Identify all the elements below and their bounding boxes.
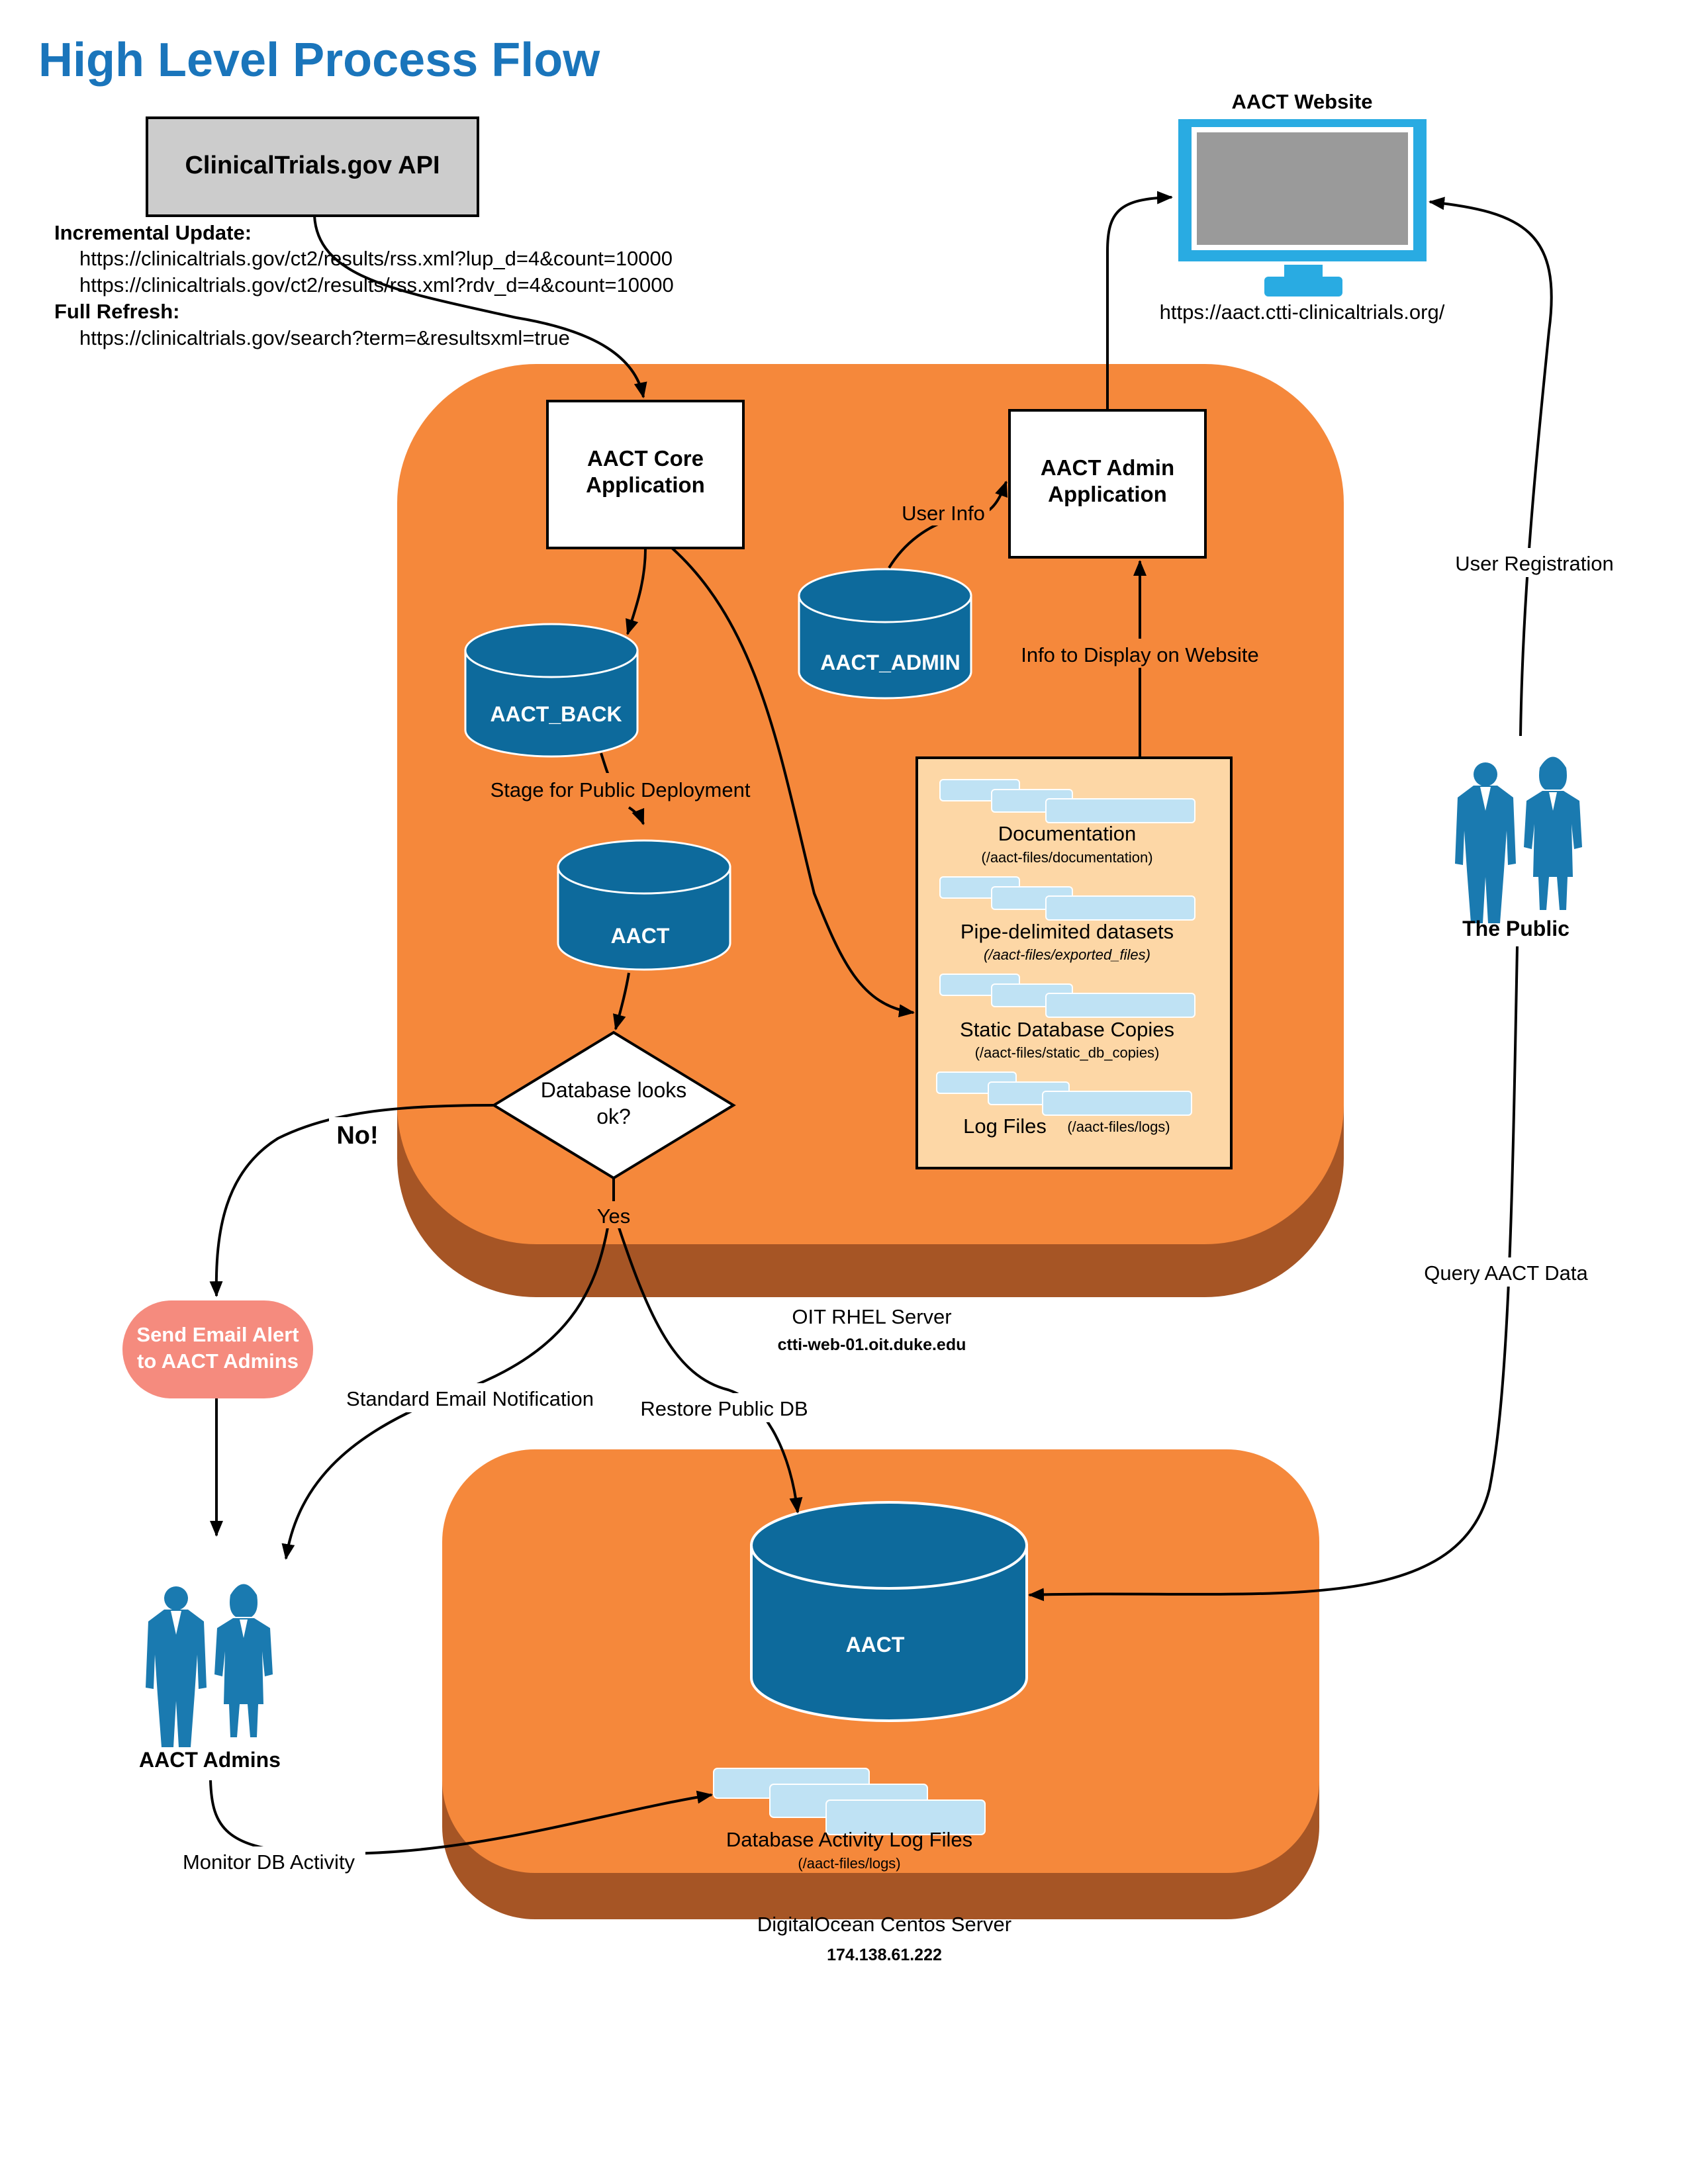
- decision-line2: ok?: [596, 1105, 631, 1128]
- admin-app-box: AACT Admin Application: [1008, 409, 1207, 559]
- file-stack-icon: [939, 974, 1196, 1018]
- connector-decision-no: [209, 1104, 494, 1297]
- file-documentation-path: (/aact-files/documentation): [981, 849, 1152, 866]
- full-refresh-heading: Full Refresh:: [54, 300, 179, 323]
- file-stack-icon: [939, 876, 1196, 921]
- label-stage: Stage for Public Deployment: [491, 778, 751, 801]
- label-info-display: Info to Display on Website: [1021, 643, 1259, 666]
- db-activity-logs-title: Database Activity Log Files: [726, 1828, 972, 1851]
- file-stack-icon: [936, 1071, 1192, 1116]
- connector-stage-to-aact: [628, 806, 645, 825]
- label-monitor: Monitor DB Activity: [183, 1850, 355, 1874]
- connector-core-to-files: [671, 547, 915, 1018]
- db-aact-back: AACT_BACK: [464, 623, 639, 758]
- file-documentation-name: Documentation: [998, 822, 1137, 845]
- oit-server-host: ctti-web-01.oit.duke.edu: [778, 1336, 966, 1354]
- label-no: No!: [336, 1122, 378, 1150]
- files-panel: Documentation (/aact-files/documentation…: [915, 756, 1233, 1169]
- connector-aact-to-decision: [613, 972, 630, 1030]
- email-alert-line2: to AACT Admins: [137, 1349, 299, 1373]
- file-logs-path: (/aact-files/logs): [1067, 1118, 1170, 1135]
- file-datasets-name: Pipe-delimited datasets: [961, 920, 1174, 943]
- admins-people-icon: [146, 1584, 273, 1747]
- file-datasets-path: (/aact-files/exported_files): [984, 946, 1150, 963]
- connector-core-to-back: [626, 547, 647, 635]
- connector-admins-to-logs: [209, 1780, 713, 1855]
- label-std-email: Standard Email Notification: [346, 1387, 594, 1410]
- connector-public-to-website: [1429, 197, 1553, 737]
- do-server-name: DigitalOcean Centos Server: [757, 1913, 1011, 1936]
- connector-admin-to-website: [1106, 191, 1173, 410]
- label-user-registration: User Registration: [1455, 552, 1613, 575]
- file-static-db-path: (/aact-files/static_db_copies): [975, 1044, 1160, 1061]
- email-alert-box: Send Email Alert to AACT Admins: [122, 1300, 313, 1398]
- connector-public-to-db: [1028, 946, 1519, 1602]
- db-aact-admin: AACT_ADMIN: [798, 568, 972, 700]
- db-activity-logs-path: (/aact-files/logs): [798, 1855, 900, 1872]
- api-source-box: ClinicalTrials.gov API: [146, 116, 479, 217]
- file-stack-icon: [939, 779, 1196, 823]
- admins-label: AACT Admins: [139, 1748, 281, 1772]
- decision-line1: Database looks: [541, 1078, 687, 1102]
- incremental-heading: Incremental Update:: [54, 221, 252, 244]
- label-query: Query AACT Data: [1424, 1261, 1588, 1285]
- connector-yes-to-restore: [618, 1227, 803, 1514]
- api-label: ClinicalTrials.gov API: [185, 152, 440, 179]
- admin-app-line1: AACT Admin: [1041, 455, 1174, 480]
- db-aact-staging: AACT: [557, 839, 731, 971]
- db-activity-logs: Database Activity Log Files (/aact-files…: [713, 1768, 986, 1872]
- public-people-icon: [1455, 756, 1582, 923]
- label-restore: Restore Public DB: [640, 1397, 808, 1420]
- api-endpoints: Incremental Update: https://clinicaltria…: [54, 221, 674, 349]
- file-static-db-name: Static Database Copies: [960, 1018, 1174, 1041]
- label-user-info: User Info: [902, 502, 985, 525]
- full-refresh-url: https://clinicaltrials.gov/search?term=&…: [79, 326, 570, 349]
- db-aact-back-label: AACT_BACK: [490, 702, 622, 726]
- incremental-url-1: https://clinicaltrials.gov/ct2/results/r…: [79, 247, 673, 270]
- core-app-box: AACT Core Application: [546, 400, 745, 549]
- incremental-url-2: https://clinicaltrials.gov/ct2/results/r…: [79, 273, 674, 296]
- admin-app-line2: Application: [1048, 482, 1167, 506]
- core-app-line1: AACT Core: [587, 446, 704, 471]
- website-monitor: AACT Website https://aact.ctti-clinicalt…: [1160, 90, 1445, 324]
- page-title: High Level Process Flow: [38, 34, 600, 87]
- do-server-ip: 174.138.61.222: [827, 1946, 942, 1964]
- file-logs-name: Log Files: [963, 1115, 1047, 1138]
- public-label: The Public: [1462, 917, 1570, 940]
- email-alert-line1: Send Email Alert: [136, 1323, 299, 1346]
- website-title: AACT Website: [1231, 90, 1372, 113]
- db-aact-public-label: AACT: [846, 1633, 905, 1657]
- db-aact-staging-label: AACT: [611, 924, 670, 948]
- oit-server-name: OIT RHEL Server: [792, 1305, 951, 1328]
- db-aact-admin-label: AACT_ADMIN: [820, 651, 961, 674]
- db-aact-public: AACT: [750, 1501, 1028, 1722]
- website-url: https://aact.ctti-clinicaltrials.org/: [1160, 300, 1445, 324]
- label-yes: Yes: [597, 1205, 631, 1228]
- connector-api-to-core: [313, 215, 647, 398]
- core-app-line2: Application: [586, 473, 705, 497]
- connector-labels: User Info Info to Display on Website Sta…: [173, 496, 1622, 1876]
